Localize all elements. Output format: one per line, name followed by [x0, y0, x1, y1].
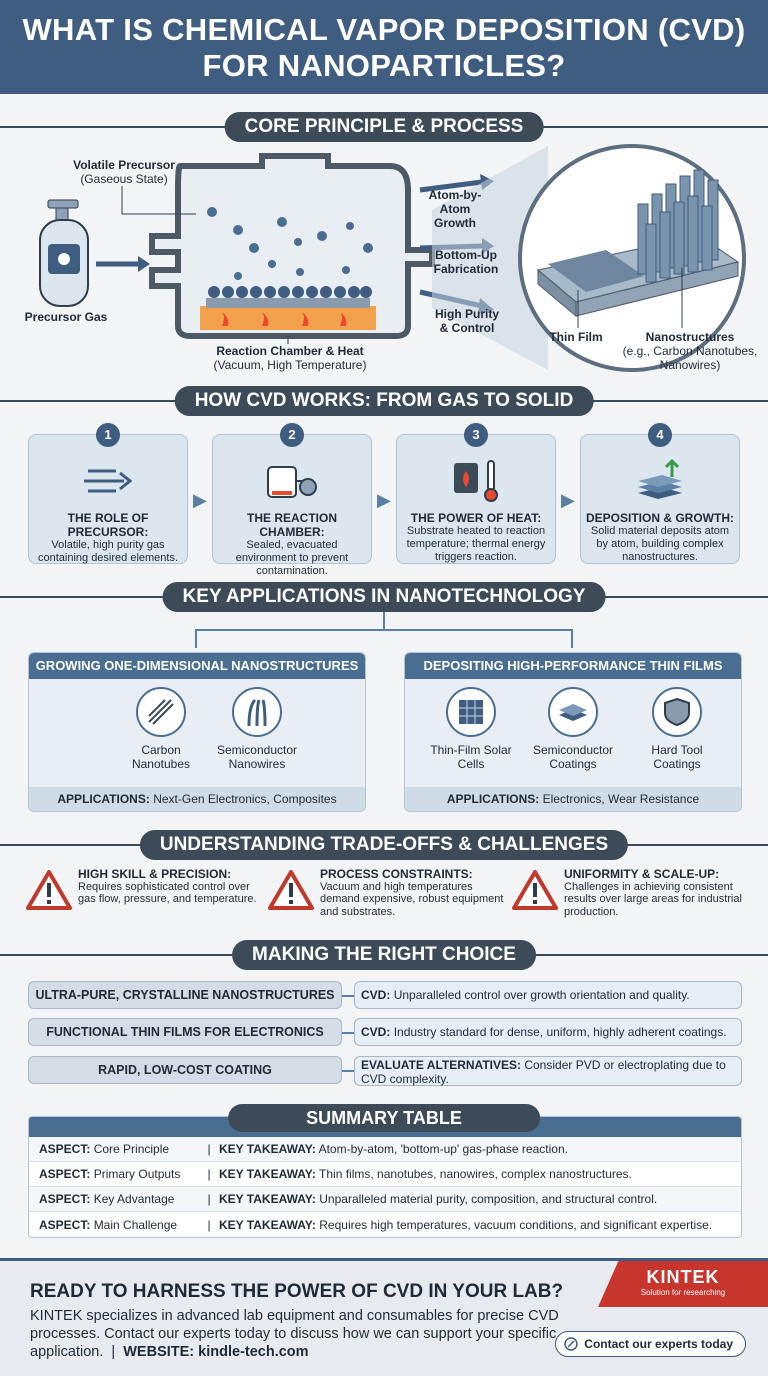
chamber-label: Reaction Chamber & Heat(Vacuum, High Tem…	[213, 344, 367, 372]
table-row: ASPECT: Main Challenge | KEY TAKEAWAY: R…	[39, 1217, 713, 1232]
how-section-title: HOW CVD WORKS: FROM GAS TO SOLID	[0, 386, 768, 416]
reaction-chamber	[149, 153, 435, 339]
bottom-up-label: Bottom-Up Fabrication	[433, 248, 499, 276]
kintek-logo: KINTEK Solution for researching	[598, 1261, 768, 1307]
tradeoff-uniformity: UNIFORMITY & SCALE-UP:Challenges in achi…	[512, 868, 752, 928]
layers-growth-icon	[638, 458, 682, 499]
gas-cylinder-icon	[39, 199, 89, 307]
choice-need: FUNCTIONAL THIN FILMS FOR ELECTRONICS	[28, 1018, 342, 1046]
step-arrow-icon: ▶	[193, 490, 207, 510]
core-section-title: CORE PRINCIPLE & PROCESS	[0, 112, 768, 142]
step-heat: 3 THE POWER OF HEAT: Substrate heated to…	[396, 423, 556, 564]
footer-body: KINTEK specializes in advanced lab equip…	[30, 1308, 559, 1360]
table-row: ASPECT: Core Principle | KEY TAKEAWAY: A…	[29, 1137, 741, 1162]
hard-tool-coatings-item: Hard Tool Coatings	[627, 687, 727, 771]
nanotube-icon	[148, 699, 174, 725]
high-purity-label: High Purity & Control	[434, 307, 499, 335]
choice-answer: CVD: Industry standard for dense, unifor…	[354, 1018, 742, 1046]
choice-answer: CVD: Unparalleled control over growth or…	[354, 981, 742, 1009]
semiconductor-coatings-item: Semiconductor Coatings	[523, 687, 623, 771]
carbon-nanotubes-item: Carbon Nanotubes	[111, 687, 211, 771]
step-deposition: 4 DEPOSITION & GROWTH: Solid material de…	[580, 423, 740, 564]
step-arrow-icon: ▶	[561, 490, 575, 510]
atom-growth-label: Atom-by-Atom Growth	[428, 188, 482, 230]
nanostructures-label: Nanostructures(e.g., Carbon Nanotubes, N…	[622, 330, 758, 372]
choice-need: ULTRA-PURE, CRYSTALLINE NANOSTRUCTURES	[28, 981, 342, 1009]
warning-icon	[268, 870, 314, 910]
gas-flow-icon	[84, 469, 133, 493]
step-chamber: 2 THE REACTION CHAMBER: Sealed, evacuate…	[212, 423, 372, 577]
app-box-thin-films: DEPOSITING HIGH-PERFORMANCE THIN FILMS T…	[404, 652, 742, 812]
link-icon	[564, 1337, 579, 1351]
warning-icon	[512, 870, 558, 910]
solar-cells-item: Thin-Film Solar Cells	[421, 687, 521, 771]
step-arrow-icon: ▶	[377, 490, 391, 510]
choice-answer: EVALUATE ALTERNATIVES: Consider PVD or e…	[354, 1056, 742, 1086]
apps-section-title: KEY APPLICATIONS IN NANOTECHNOLOGY	[0, 582, 768, 612]
nanowire-icon	[247, 698, 267, 727]
cvd-process-diagram	[39, 144, 746, 372]
tradeoff-skill: HIGH SKILL & PRECISION:Requires sophisti…	[26, 868, 266, 928]
tradeoffs-section-title: UNDERSTANDING TRADE-OFFS & CHALLENGES	[0, 830, 768, 860]
warning-icon	[26, 870, 72, 910]
footer-heading: READY TO HARNESS THE POWER OF CVD IN YOU…	[30, 1281, 564, 1302]
tradeoff-constraints: PROCESS CONSTRAINTS:Vacuum and high temp…	[268, 868, 508, 928]
table-row: ASPECT: Primary Outputs | KEY TAKEAWAY: …	[29, 1162, 741, 1187]
footer-cta: READY TO HARNESS THE POWER OF CVD IN YOU…	[0, 1258, 768, 1376]
contact-experts-button[interactable]: Contact our experts today	[555, 1331, 746, 1357]
table-row: ASPECT: Key Advantage | KEY TAKEAWAY: Un…	[29, 1187, 741, 1212]
precursor-gas-label: Precursor Gas	[24, 310, 108, 324]
shield-icon	[664, 697, 690, 727]
page-header: WHAT IS CHEMICAL VAPOR DEPOSITION (CVD) …	[0, 0, 768, 94]
choice-need: RAPID, LOW-COST COATING	[28, 1056, 342, 1084]
app-box-nanostructures: GROWING ONE-DIMENSIONAL NANOSTRUCTURES C…	[28, 652, 366, 812]
summary-table: ASPECT: Core Principle | KEY TAKEAWAY: A…	[28, 1116, 742, 1238]
choice-section-title: MAKING THE RIGHT CHOICE	[0, 940, 768, 970]
solar-panel-icon	[459, 700, 483, 724]
thin-film-label: Thin Film	[549, 330, 603, 344]
coating-layers-icon	[559, 704, 587, 721]
step-precursor: 1 THE ROLE OF PRECURSOR: Volatile, high …	[28, 423, 188, 564]
website-link[interactable]: kindle-tech.com	[198, 1344, 309, 1360]
page-title: WHAT IS CHEMICAL VAPOR DEPOSITION (CVD) …	[22, 12, 746, 83]
semiconductor-nanowires-item: Semiconductor Nanowires	[207, 687, 307, 771]
summary-table-title: SUMMARY TABLE	[228, 1104, 540, 1132]
volatile-precursor-label: Volatile Precursor(Gaseous State)	[73, 158, 175, 186]
heat-thermometer-icon	[454, 460, 498, 502]
apps-branch-connector	[195, 612, 573, 648]
chamber-pump-icon	[267, 466, 317, 498]
